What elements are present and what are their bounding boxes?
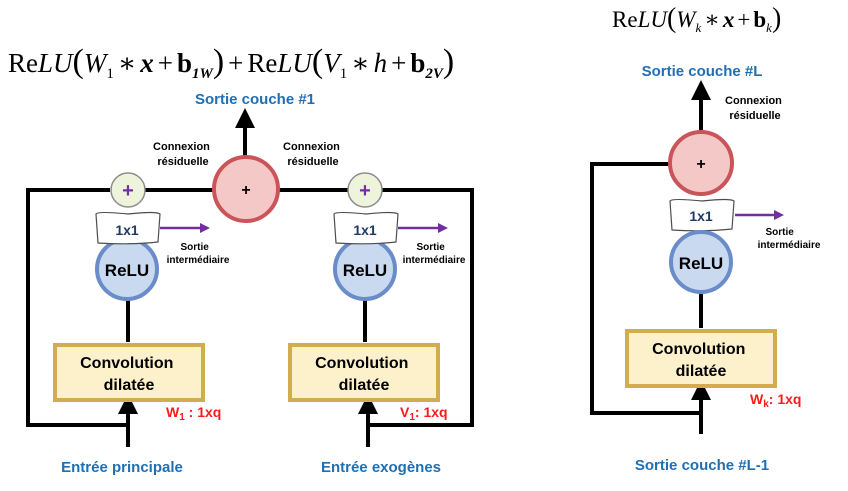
exo-input-label: Entrée exogènes <box>321 459 441 476</box>
exo-relu-label: ReLU <box>343 261 387 280</box>
exo-residual-loop <box>368 188 474 427</box>
exo-weight-label: V1: 1xq <box>400 404 448 423</box>
main-add-node <box>212 155 280 223</box>
main-intermediate-label: Sortie intermédiaire <box>167 242 230 266</box>
exo-dilated-conv-box <box>288 343 440 402</box>
formula-left: ReLU(W1∗x+b1W)+ReLU(V1∗h+b2V) <box>8 43 454 82</box>
exo-conv1x1-box <box>333 211 399 245</box>
right-conv1x1-label: 1x1 <box>689 208 713 224</box>
right-intermediate-label: Sortie intermédiaire <box>758 227 821 251</box>
right-add-symbol: + <box>696 156 705 173</box>
output-label-layer1: Sortie couche #1 <box>195 91 315 108</box>
exo-dilated-conv-label: Convolution dilatée <box>315 355 413 394</box>
right-dilated-conv-box <box>625 329 777 388</box>
exo-intermediate-label: Sortie intermédiaire <box>403 242 466 266</box>
left-panel: Sortie couche #1 Connexion résiduelle Co… <box>26 91 474 476</box>
exo-small-add-symbol: + <box>359 180 371 202</box>
right-residual-label: Connexion résiduelle <box>725 95 785 122</box>
main-relu-label: ReLU <box>105 261 149 280</box>
main-small-add-node <box>110 172 146 208</box>
main-residual-loop <box>26 188 128 427</box>
right-dilated-conv-label: Convolution dilatée <box>652 341 750 380</box>
main-dilated-conv-label: Convolution dilatée <box>80 355 178 394</box>
residual-label-left: Connexion résiduelle <box>153 141 213 168</box>
right-relu-label: ReLU <box>679 254 723 273</box>
main-dilated-conv-box <box>53 343 205 402</box>
main-weight-label: W1 : 1xq <box>166 404 221 423</box>
right-input-label: Sortie couche #L-1 <box>635 457 769 474</box>
main-add-symbol: + <box>241 182 250 199</box>
formula-right: ReLU(Wk∗x+bk) <box>612 3 781 35</box>
output-label-layerL: Sortie couche #L <box>642 63 763 80</box>
right-add-node <box>668 130 734 196</box>
right-weight-label: Wk: 1xq <box>750 391 801 410</box>
main-conv1x1-box <box>95 211 161 245</box>
right-residual-loop <box>590 162 701 415</box>
exo-conv1x1-label: 1x1 <box>353 222 377 238</box>
exo-small-add-node <box>347 172 383 208</box>
main-input-label: Entrée principale <box>61 459 183 476</box>
right-relu-node <box>669 230 733 294</box>
right-panel: Sortie couche #L Connexion résiduelle + … <box>590 63 821 474</box>
main-conv1x1-label: 1x1 <box>115 222 139 238</box>
residual-label-right: Connexion résiduelle <box>283 141 343 168</box>
main-small-add-symbol: + <box>122 180 134 202</box>
